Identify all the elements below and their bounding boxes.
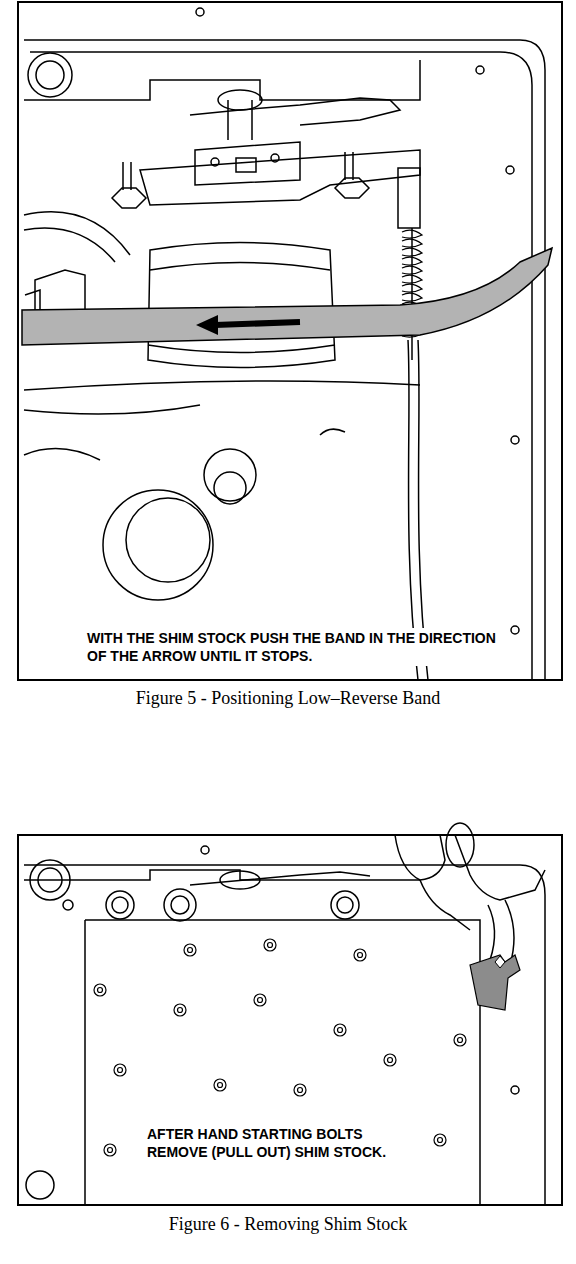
figure-caption: Figure 5 - Positioning Low–Reverse Band (136, 688, 440, 709)
figure-caption: Figure 6 - Removing Shim Stock (169, 1214, 408, 1235)
instruction-note: AFTER HAND STARTING BOLTS REMOVE (PULL O… (145, 1124, 417, 1162)
instruction-note: WITH THE SHIM STOCK PUSH THE BAND IN THE… (85, 628, 509, 666)
